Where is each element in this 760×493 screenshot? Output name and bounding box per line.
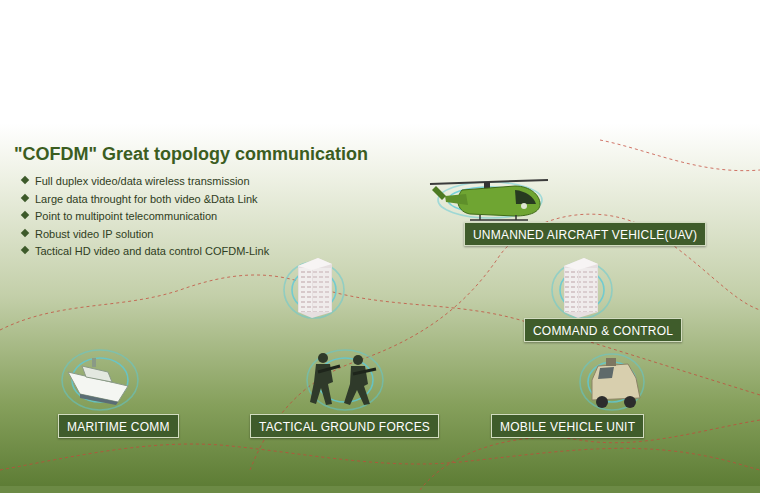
vehicle-icon-part (606, 358, 616, 366)
node-label-box: TACTICAL GROUND FORCES (250, 414, 439, 438)
bullet-diamond (21, 176, 29, 184)
boat-icon-part (80, 394, 118, 405)
building-icon-part (565, 268, 578, 312)
contour-lines-part (600, 140, 760, 171)
soldiers-icon-part (318, 353, 328, 363)
feature-text: Full duplex video/data wireless transmis… (35, 175, 250, 187)
signal-rings-part (580, 354, 644, 410)
node-label: TACTICAL GROUND FORCES (259, 420, 430, 434)
feature-row: Large data throught for both video &Data… (20, 189, 269, 207)
background-part (0, 486, 760, 493)
bullet-diamond (21, 229, 29, 237)
building-icon-part (313, 268, 331, 312)
feature-text: Robust video IP solution (35, 228, 153, 240)
building-icon-part (564, 258, 598, 318)
vehicle-icon-part (596, 396, 608, 408)
feature-row: Tactical HD video and data control COFDM… (20, 241, 269, 259)
building-icon (298, 258, 332, 318)
node-label: MARITIME COMM (67, 420, 170, 434)
building-icon-part (564, 258, 598, 270)
node-label-box: MARITIME COMM (58, 414, 179, 438)
feature-row: Robust video IP solution (20, 224, 269, 242)
node-label: COMMAND & CONTROL (533, 324, 673, 338)
node-label-box: UNMANNED AIRCRAFT VEHICLE(UAV) (464, 222, 706, 246)
signal-rings-part (284, 262, 344, 318)
boat-icon-part (82, 366, 112, 382)
signal-rings-part (307, 350, 383, 410)
helicopter-icon-part (515, 190, 536, 204)
feature-row: Point to multipoint telecommunication (20, 206, 269, 224)
vehicle-icon-part (592, 364, 640, 400)
feature-text: Tactical HD video and data control COFDM… (35, 245, 269, 257)
helicopter-icon-part (470, 219, 528, 221)
helicopter-icon (430, 180, 548, 220)
building-icon-part (298, 258, 332, 270)
node-label-box: COMMAND & CONTROL (524, 318, 682, 342)
signal-rings-part (552, 262, 612, 318)
node-label-box: MOBILE VEHICLE UNIT (491, 414, 644, 438)
contour-lines-part (0, 275, 760, 395)
building-icon (564, 258, 598, 318)
helicopter-icon-part (432, 186, 446, 200)
soldiers-icon-part (353, 355, 363, 365)
vehicle-icon-part (624, 396, 636, 408)
soldiers-icon-part (353, 369, 376, 374)
soldiers-icon (310, 353, 376, 405)
helicopter-icon-part (445, 194, 468, 205)
contour-lines (0, 140, 760, 490)
bullet-diamond (21, 211, 29, 219)
helicopter-icon-part (458, 186, 540, 216)
vehicle-icon-part (598, 367, 614, 379)
bullet-diamond (21, 246, 29, 254)
vehicle-icon (592, 358, 640, 408)
signal-rings-part (62, 350, 138, 410)
soldiers-icon-part (318, 366, 340, 372)
feature-text: Large data throught for both video &Data… (35, 193, 258, 205)
helicopter-icon-part (515, 215, 517, 220)
helicopter-icon-part (479, 215, 481, 220)
building-icon-part (298, 258, 332, 318)
feature-row: Full duplex video/data wireless transmis… (20, 171, 269, 189)
bullet-diamond (21, 194, 29, 202)
node-label: UNMANNED AIRCRAFT VEHICLE(UAV) (473, 228, 697, 242)
boat-icon (68, 358, 128, 405)
boat-icon-part (92, 358, 96, 367)
diagram-title: "COFDM" Great topology communication (14, 144, 368, 165)
building-icon-part (579, 268, 597, 312)
node-label: MOBILE VEHICLE UNIT (500, 420, 635, 434)
building-icon-part (299, 268, 312, 312)
signal-rings-part (438, 182, 542, 218)
feature-text: Point to multipoint telecommunication (35, 210, 217, 222)
contour-lines-part (250, 214, 760, 470)
helicopter-icon-part (521, 203, 527, 209)
contour-lines-part (0, 444, 760, 470)
feature-list: Full duplex video/data wireless transmis… (20, 171, 269, 259)
contour-lines-part (420, 420, 760, 490)
